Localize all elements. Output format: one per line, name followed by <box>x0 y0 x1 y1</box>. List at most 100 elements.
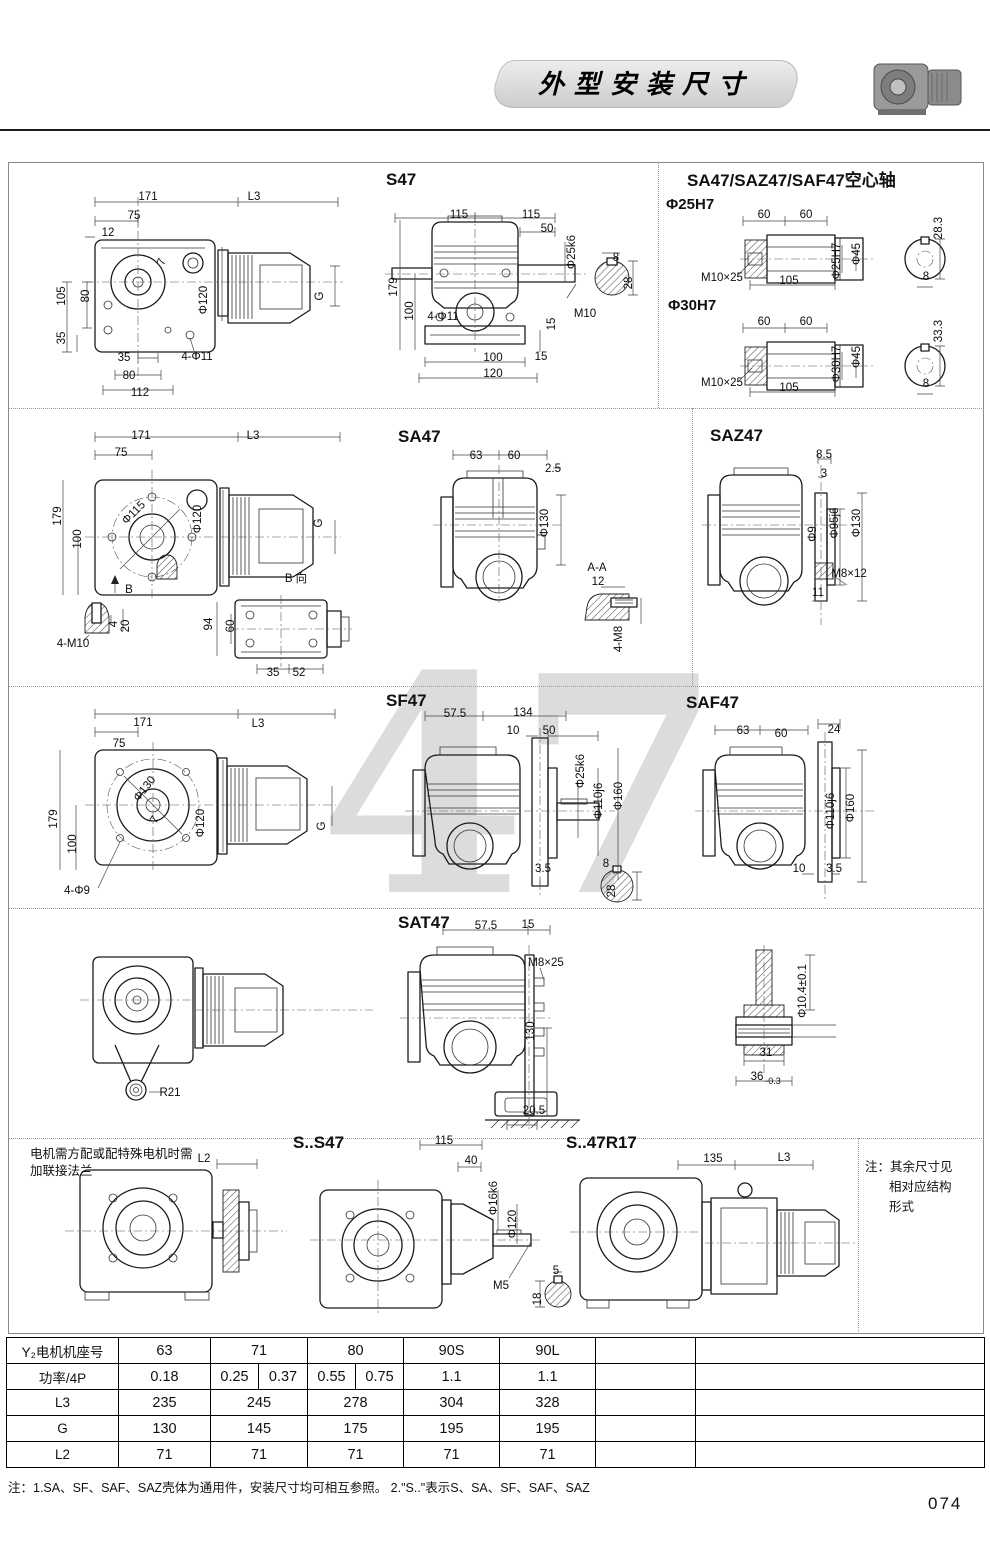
table-cell <box>595 1363 697 1390</box>
drawing-title: SAF47 <box>686 693 739 712</box>
dim-label: 60 <box>225 619 237 633</box>
dim-label: 75 <box>112 738 126 750</box>
drawing-title: S..S47 <box>293 1133 345 1152</box>
dim-label: Φ120 <box>192 504 204 534</box>
drawing-title: SF47 <box>386 691 427 710</box>
dim-label: L3 <box>246 430 260 442</box>
dim-label: 8 <box>922 378 930 390</box>
dim-label: 12 <box>591 576 605 588</box>
table-cell <box>595 1415 697 1442</box>
dim-label: M10 <box>573 308 597 320</box>
drawing-title: S..47R17 <box>566 1133 637 1152</box>
table-cell <box>695 1441 986 1468</box>
dim-label: B 向 <box>284 573 308 585</box>
table-cell: 71 <box>209 1337 309 1364</box>
dim-label: 4 <box>108 620 120 628</box>
separator <box>692 408 693 686</box>
dim-label: Φ9 <box>807 526 819 542</box>
sa47-front-motor-drawing <box>62 432 352 674</box>
dim-label: 115 <box>521 209 541 221</box>
drawing-sheet <box>8 162 984 1334</box>
dim-label: 10 <box>792 863 806 875</box>
dim-label: M10×25 <box>701 377 743 389</box>
dim-label: 100 <box>72 529 84 549</box>
dim-label: R21 <box>159 1087 181 1099</box>
dim-label: Φ25k6 <box>575 753 587 789</box>
dim-label: 8 <box>922 271 930 283</box>
table-cell: 63 <box>118 1337 211 1364</box>
table-cell <box>695 1415 986 1442</box>
dim-label: M10×25 <box>701 272 743 284</box>
dim-label: 60 <box>757 209 771 221</box>
drawing-subtitle: Φ25H7 <box>666 196 715 213</box>
dim-label: G <box>314 291 326 301</box>
drawing-title: SAT47 <box>398 913 450 932</box>
table-cell: 195 <box>403 1415 501 1442</box>
dim-label: 4-Φ11 <box>427 311 459 323</box>
note-text: 加联接法兰 <box>30 1164 93 1178</box>
table-cell: 80 <box>307 1337 405 1364</box>
dim-label: G <box>316 821 328 831</box>
dim-label: M8×12 <box>831 568 867 580</box>
dim-label: Φ25H7 <box>831 242 843 280</box>
dim-label: Φ30H7 <box>831 345 843 383</box>
dim-label: B <box>125 584 133 596</box>
drawing-subtitle: Φ30H7 <box>668 297 717 314</box>
dim-label: L3 <box>247 191 261 203</box>
dim-label: 80 <box>80 289 92 303</box>
table-cell: 145 <box>209 1415 309 1442</box>
dim-label: 4-Φ9 <box>64 885 90 897</box>
table-cell: 1.1 <box>499 1363 597 1390</box>
table-cell: 71 <box>499 1441 597 1468</box>
dim-label: 63 <box>469 450 483 462</box>
dim-label: 75 <box>127 210 141 222</box>
footnote: 注：1.SA、SF、SAF、SAZ壳体为通用件，安装尺寸均可相互参照。 2."S… <box>8 1481 590 1495</box>
dim-label: 10 <box>506 725 520 737</box>
dim-label: 130 <box>525 1021 537 1041</box>
table-cell: 0.18 <box>118 1363 211 1390</box>
dim-label: 8.5 <box>816 449 832 461</box>
dim-label: Φ120 <box>195 808 207 838</box>
dim-label: 120 <box>483 368 503 380</box>
dim-label: Φ110j6 <box>593 782 605 820</box>
dim-label: 28.3 <box>933 216 945 240</box>
dim-label: -0.3 <box>765 1076 781 1086</box>
table-cell: 0.25 <box>210 1363 259 1390</box>
table-cell: 90S <box>403 1337 501 1364</box>
table-cell: 90L <box>499 1337 597 1364</box>
dim-label: A-A <box>587 562 607 574</box>
dim-label: 3.5 <box>826 863 842 875</box>
table-cell: 245 <box>209 1389 309 1416</box>
s47-drawing <box>385 212 638 383</box>
dim-label: 35 <box>117 352 131 364</box>
separator <box>858 1138 859 1332</box>
dim-label: 3.5 <box>535 863 551 875</box>
dim-label: 50 <box>540 223 554 235</box>
table-cell: 328 <box>499 1389 597 1416</box>
saz47-drawing <box>702 454 867 625</box>
coupling-flange-drawing <box>65 1159 287 1301</box>
dim-label: Φ130 <box>539 508 551 538</box>
dim-label: 33.3 <box>933 319 945 343</box>
dim-label: 115 <box>449 209 469 221</box>
sf47-drawing <box>405 711 642 903</box>
note-text: 电机需方配或配特殊电机时需 <box>30 1147 193 1161</box>
table-row-label: 功率/4P <box>6 1363 119 1390</box>
dim-label: Φ25k6 <box>566 234 578 270</box>
table-cell: 71 <box>209 1441 309 1468</box>
table-cell: 175 <box>307 1415 405 1442</box>
s47-front-motor-drawing <box>62 197 343 395</box>
dim-label: 105 <box>56 286 68 306</box>
sa47-drawing <box>433 450 642 624</box>
dim-label: 179 <box>388 277 400 297</box>
table-cell <box>595 1389 697 1416</box>
dim-label: 4-M10 <box>56 638 90 650</box>
dim-label: Φ120 <box>198 285 210 315</box>
dim-label: Φ16k6 <box>488 1180 500 1216</box>
dim-label: Φ120 <box>507 1209 519 1239</box>
note-text: 相对应结构 <box>889 1180 952 1194</box>
dim-label: 60 <box>799 209 813 221</box>
table-cell: 0.75 <box>355 1363 405 1390</box>
dim-label: 15 <box>546 317 558 331</box>
